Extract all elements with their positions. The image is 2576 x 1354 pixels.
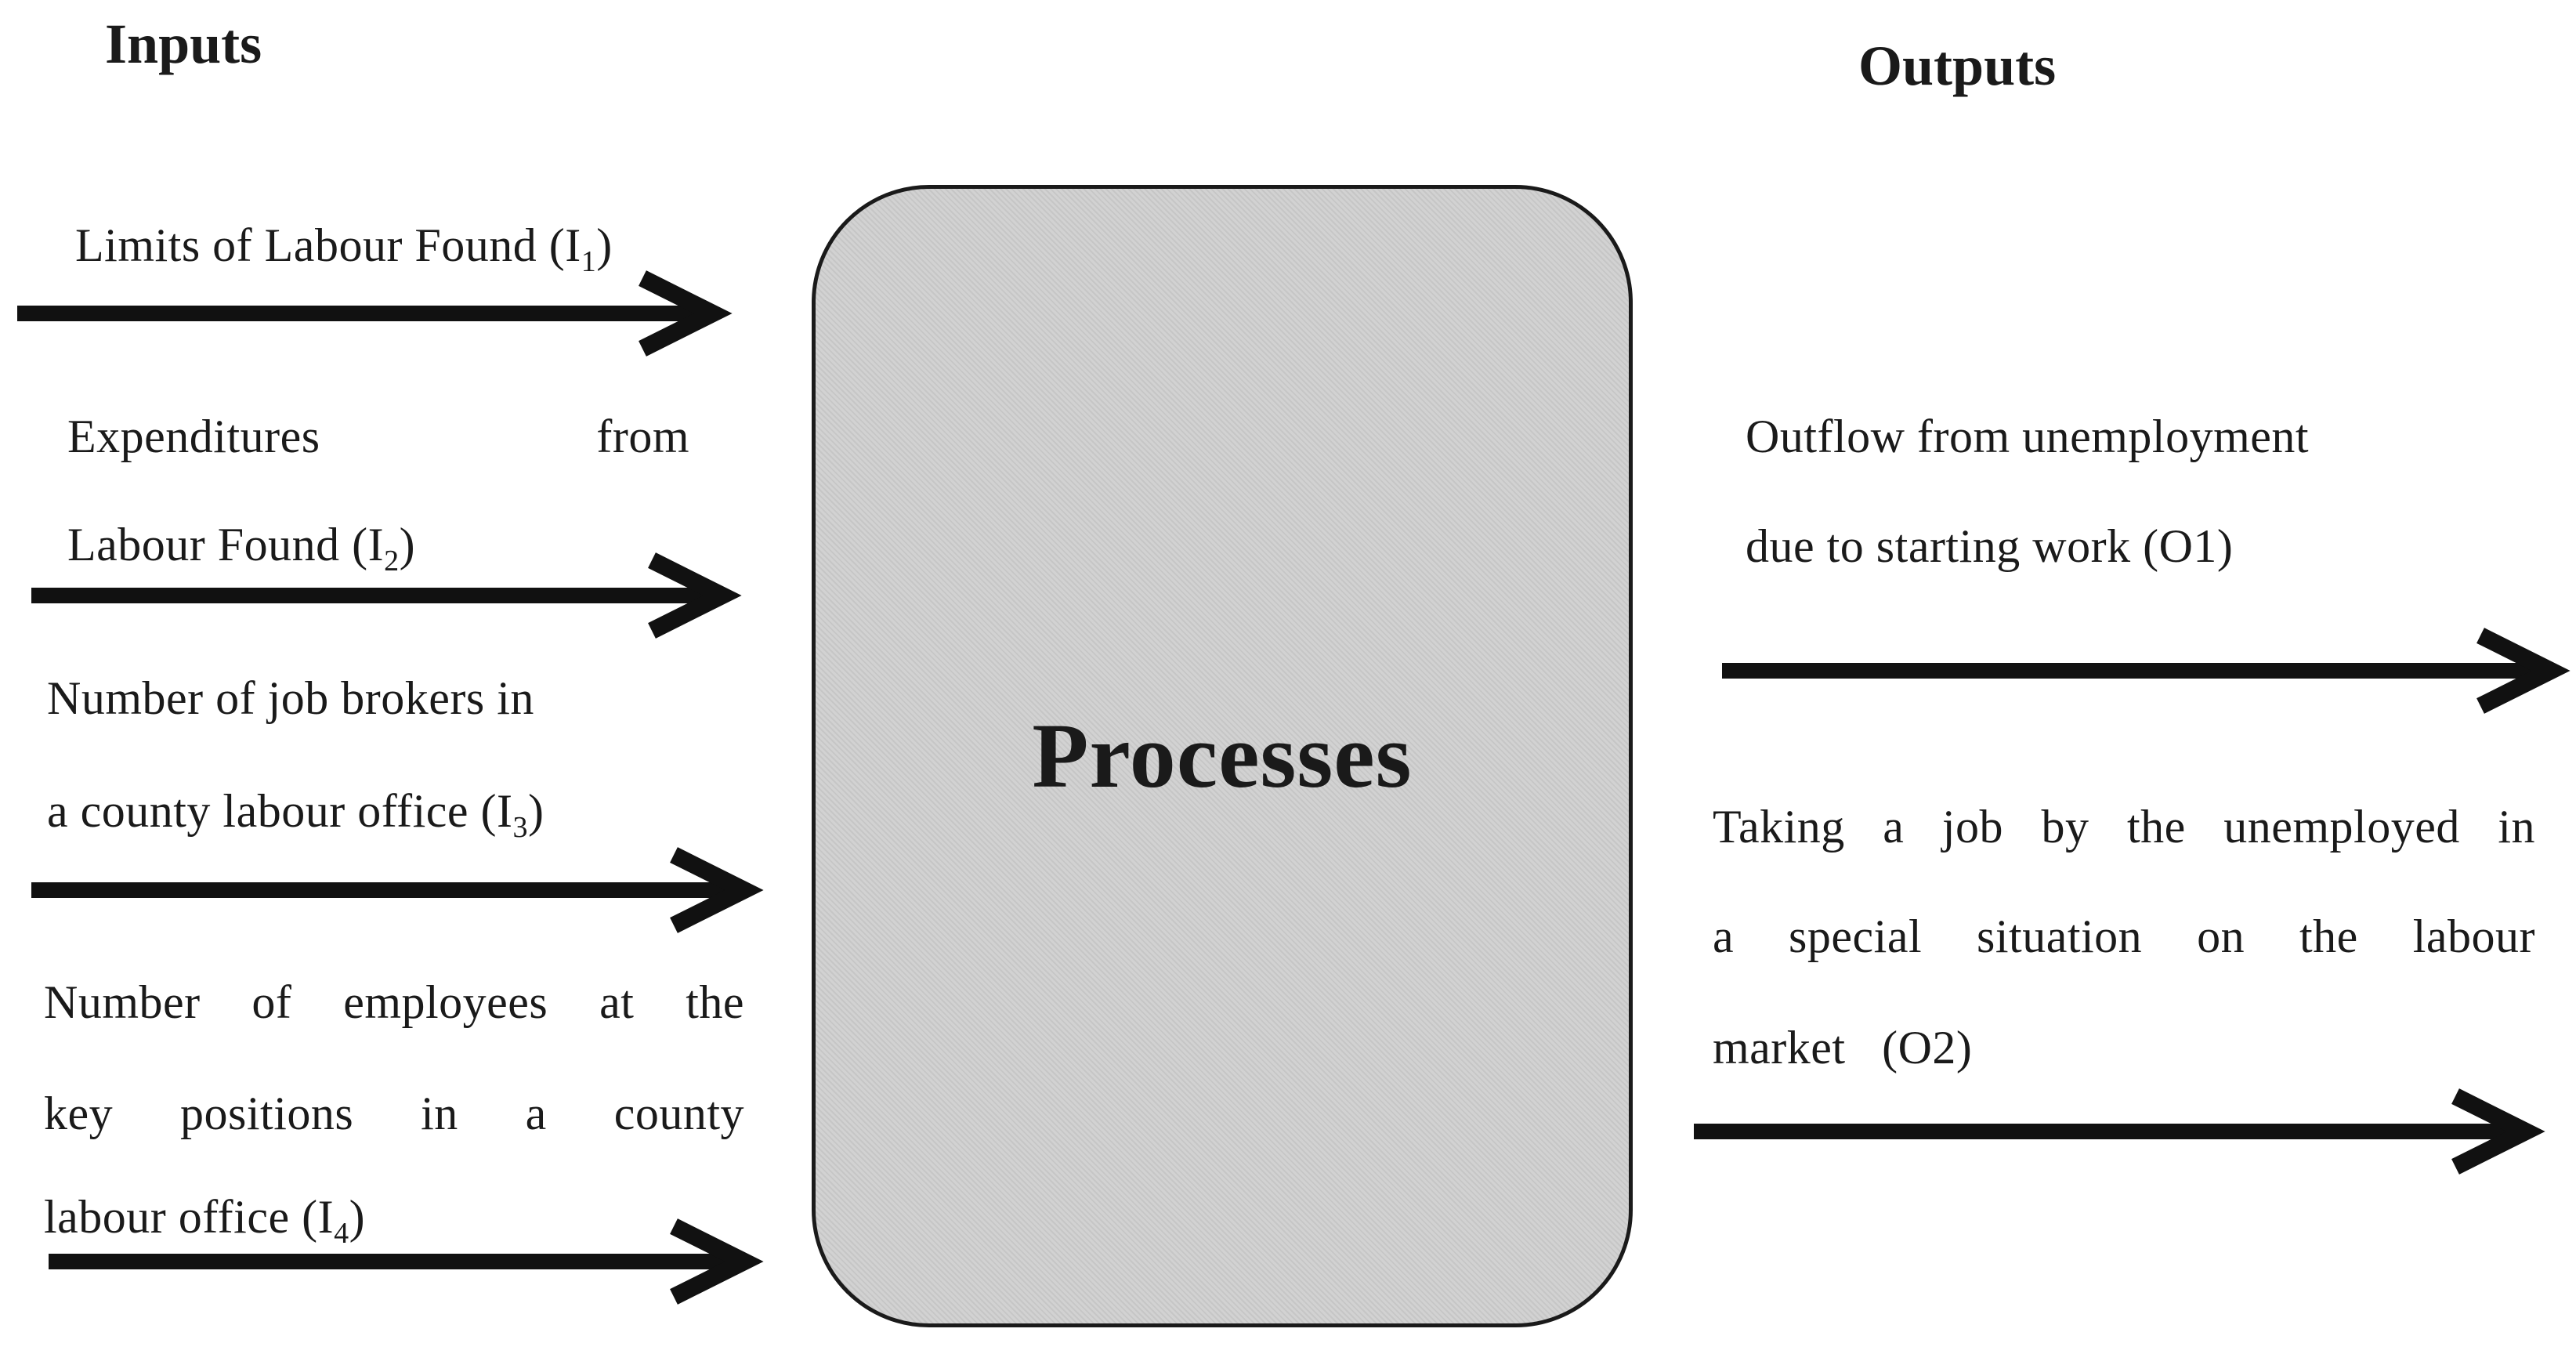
outputs-heading: Outputs [1858, 34, 2057, 97]
input-label-employees-line1: Number of employees at the [44, 976, 744, 1028]
inputs-heading: Inputs [105, 13, 262, 75]
output-label-outflow-line2: due to starting work (O1) [1746, 520, 2234, 572]
output-label-taking-job-line1: Taking a job by the unemployed in [1713, 801, 2535, 853]
process-box: Processes [812, 185, 1633, 1327]
process-label: Processes [1032, 704, 1413, 807]
input-label-expenditures-line1: Expenditures from [67, 411, 689, 462]
output-arrow-2 [1694, 1088, 2545, 1175]
input-arrow-4 [49, 1218, 764, 1305]
output-arrow-1 [1722, 628, 2571, 714]
input-arrow-3 [31, 847, 764, 933]
input-label-job-brokers-line2: a county labour office (I3) [47, 785, 545, 844]
input-label-expenditures-line2: Labour Found (I2) [67, 519, 416, 577]
input-arrow-1 [17, 270, 733, 357]
output-label-outflow-line1: Outflow from unemployment [1746, 411, 2310, 462]
input-label-employees-line2: key positions in a county [44, 1088, 744, 1139]
input-label-limits-of-labour-found: Limits of Labour Found (I1) [75, 219, 613, 278]
input-label-job-brokers-line1: Number of job brokers in [47, 672, 534, 724]
input-label-employees-line3: labour office (I4) [44, 1191, 366, 1250]
output-label-taking-job-line3: market (O2) [1713, 1022, 1973, 1073]
output-label-taking-job-line2: a special situation on the labour [1713, 911, 2535, 962]
input-arrow-2 [31, 552, 742, 639]
